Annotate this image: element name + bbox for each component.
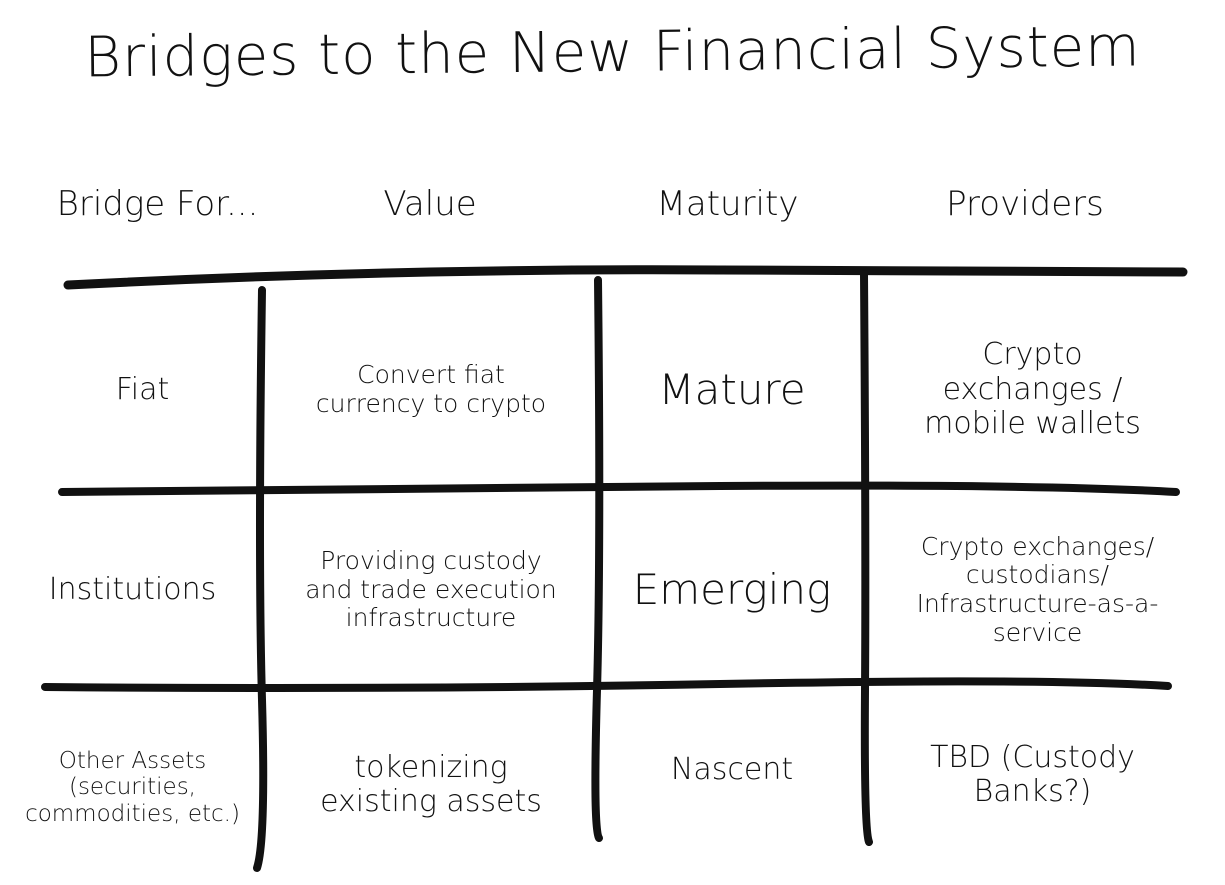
header-maturity: Maturity — [656, 184, 799, 225]
header-providers: Providers — [946, 184, 1104, 225]
row-2-bridge-for: Institutions — [48, 571, 217, 607]
header-rule — [63, 265, 1188, 290]
col-rule-2 — [591, 276, 604, 842]
row-2-providers: Crypto exchanges/ custodians/ Infrastruc… — [916, 531, 1159, 647]
row-rule-2 — [41, 677, 1172, 692]
header-value: Value — [383, 184, 477, 225]
row-1-maturity: Mature — [658, 364, 806, 414]
row-2-maturity: Emerging — [632, 564, 832, 614]
col-rule-3 — [860, 270, 873, 846]
header-bridge-for: Bridge For... — [56, 184, 259, 225]
row-3-maturity: Nascent — [670, 751, 794, 787]
row-1-value: Convert fiat currency to crypto — [315, 360, 547, 418]
row-1-providers: Crypto exchanges / mobile wallets — [924, 337, 1141, 442]
row-1-bridge-for: Fiat — [115, 371, 170, 407]
row-3-providers: TBD (Custody Banks?) — [930, 739, 1135, 809]
row-rule-1 — [58, 481, 1180, 496]
row-2-value: Providing custody and trade execution in… — [305, 545, 557, 633]
row-3-bridge-for: Other Assets (securities, commodities, e… — [25, 747, 240, 827]
col-rule-1 — [253, 286, 268, 872]
row-3-value: tokenizing existing assets — [320, 749, 542, 819]
